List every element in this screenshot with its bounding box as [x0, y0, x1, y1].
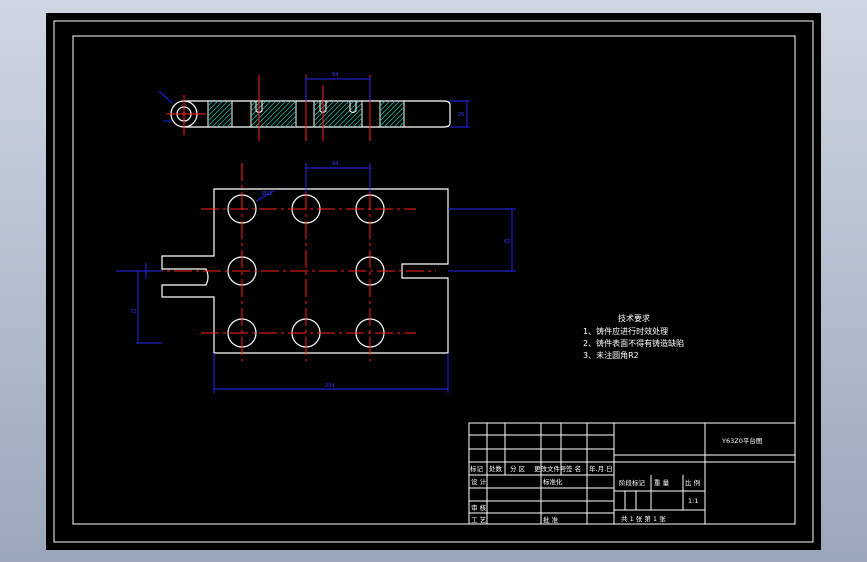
hatch-line: [337, 102, 363, 128]
section-hatch: [207, 100, 405, 128]
hatch-line: [250, 100, 277, 127]
hatch-line: [250, 100, 272, 122]
tech-requirement-2: 2、铸件表面不得有铸造缺陷: [583, 338, 684, 348]
design-label: 设 计: [471, 477, 487, 486]
sheets-label: 共 1 张 第 1 张: [621, 514, 666, 523]
hatch-line: [332, 100, 360, 128]
hatch-line: [207, 100, 224, 117]
hatch-line: [294, 125, 297, 128]
count-label: 处数: [489, 464, 503, 473]
scale-label: 比 例: [685, 478, 700, 487]
review-label: 审 核: [471, 503, 487, 512]
hatch-line: [211, 106, 233, 128]
svg-text:62: 62: [504, 239, 510, 245]
hatch-line: [259, 100, 287, 128]
hatch-line: [284, 115, 297, 128]
hatch-line: [347, 112, 363, 128]
svg-text:26: 26: [458, 112, 464, 118]
hatch-line: [313, 100, 335, 122]
hatch-line: [379, 100, 401, 122]
hatch-line: [207, 100, 229, 122]
drawing-name: Y63Z0平台图: [721, 436, 762, 445]
svg-text:Ø22: Ø22: [262, 190, 272, 197]
hatch-line: [216, 111, 233, 128]
cad-viewport[interactable]: 64 234 62 72 64 26 Ø22 技术要求 1、铸件应进行时效处理 …: [46, 13, 821, 550]
hatch-line: [313, 100, 340, 127]
hatch-line: [313, 100, 320, 107]
hatch-line: [264, 100, 292, 128]
hatch-line: [269, 100, 297, 128]
svg-text:64: 64: [332, 161, 338, 167]
outer-border: [53, 20, 814, 543]
weight-label: 重 量: [654, 479, 670, 487]
hatch-line: [379, 100, 391, 112]
hatch-line: [279, 110, 297, 128]
hatch-line: [322, 100, 350, 128]
hatch-line: [352, 117, 363, 128]
stage-mark-label: 阶段标记: [619, 478, 646, 487]
hatch-line: [342, 107, 363, 128]
tech-requirement-1: 1、铸件应进行时效处理: [583, 326, 668, 336]
hatch-line: [313, 100, 325, 112]
section-view: [158, 75, 470, 141]
process-label: 工 艺: [471, 516, 487, 524]
hatch-line: [226, 121, 233, 128]
tech-requirements-title: 技术要求: [618, 313, 650, 323]
hatch-line: [379, 100, 386, 107]
svg-text:72: 72: [130, 309, 136, 315]
title-block: Y63Z0平台图 标记 处数 分 区 更改文件号 签 名 年.月.日 设 计 标…: [468, 422, 796, 525]
hatch-line: [221, 116, 233, 128]
hatch-line: [357, 122, 363, 128]
engineering-drawing: 64 234 62 72 64 26 Ø22 技术要求 1、铸件应进行时效处理 …: [53, 20, 814, 543]
plan-view: 64 234 62 72 64 26 Ø22: [116, 72, 516, 393]
hatch-line: [388, 111, 405, 128]
hatch-line: [379, 101, 405, 127]
hatch-line: [274, 105, 297, 128]
hatch-line: [207, 100, 219, 112]
hatch-line: [250, 100, 257, 107]
hatch-line: [317, 100, 345, 128]
hatch-line: [207, 100, 214, 107]
hatch-line: [383, 106, 405, 128]
scale-value: 1:1: [688, 497, 698, 505]
inner-border: [72, 35, 796, 525]
tech-requirements: 技术要求 1、铸件应进行时效处理 2、铸件表面不得有铸造缺陷 3、未注圆角R2: [583, 313, 684, 360]
zone-label: 分 区: [510, 464, 526, 473]
hatch-line: [393, 116, 405, 128]
hatch-line: [289, 120, 297, 128]
hatch-line: [398, 121, 405, 128]
svg-text:64: 64: [332, 72, 338, 78]
date-label: 年.月.日: [589, 464, 613, 473]
standardize-label: 标准化: [543, 477, 563, 486]
svg-text:234: 234: [325, 383, 335, 389]
hatch-line: [207, 101, 233, 127]
signature-label: 签 名: [566, 464, 581, 473]
tech-requirement-3: 3、未注圆角R2: [583, 350, 639, 360]
hatch-line: [379, 100, 396, 117]
change-no-label: 更改文件号: [534, 464, 567, 473]
mark-label: 标记: [470, 464, 484, 473]
approve-label: 批 准: [543, 515, 559, 524]
